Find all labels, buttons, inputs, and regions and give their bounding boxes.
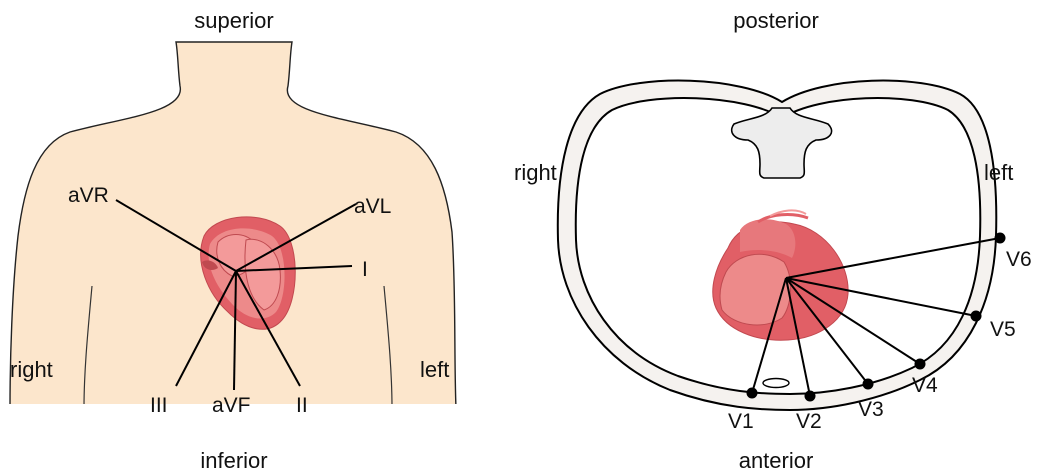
lead-label-v1: V1 (728, 410, 754, 433)
lead-label-v3: V3 (858, 398, 884, 421)
lead-label-avl: aVL (354, 195, 391, 218)
lead-label-v4: V4 (912, 374, 938, 397)
lead-label-v5: V5 (990, 318, 1016, 341)
transverse-view: V1 V2 V3 V4 V5 V6 posterior anterior rig… (514, 8, 1032, 473)
lead-label-v6: V6 (1006, 248, 1032, 271)
label-frontal-right: right (10, 357, 53, 382)
lead-label-avf: aVF (212, 394, 251, 417)
frontal-view: aVR aVL I III aVF II superior inferior r… (0, 8, 470, 473)
label-posterior: posterior (733, 8, 819, 33)
lead-label-v2: V2 (796, 410, 822, 433)
electrode-v1 (747, 388, 758, 399)
label-anterior: anterior (739, 448, 814, 473)
label-superior: superior (194, 8, 273, 33)
label-transverse-right: right (514, 160, 557, 185)
lead-label-iii: III (150, 394, 168, 417)
label-inferior: inferior (200, 448, 267, 473)
electrode-v2 (805, 391, 816, 402)
electrode-v3 (863, 379, 874, 390)
electrode-v6 (995, 233, 1006, 244)
label-transverse-left: left (984, 160, 1013, 185)
electrode-v4 (915, 359, 926, 370)
lead-label-i: I (362, 258, 368, 281)
lead-label-ii: II (296, 394, 308, 417)
label-frontal-left: left (420, 357, 449, 382)
lead-label-avr: aVR (68, 184, 109, 207)
sternum (763, 379, 789, 388)
electrode-v5 (971, 311, 982, 322)
